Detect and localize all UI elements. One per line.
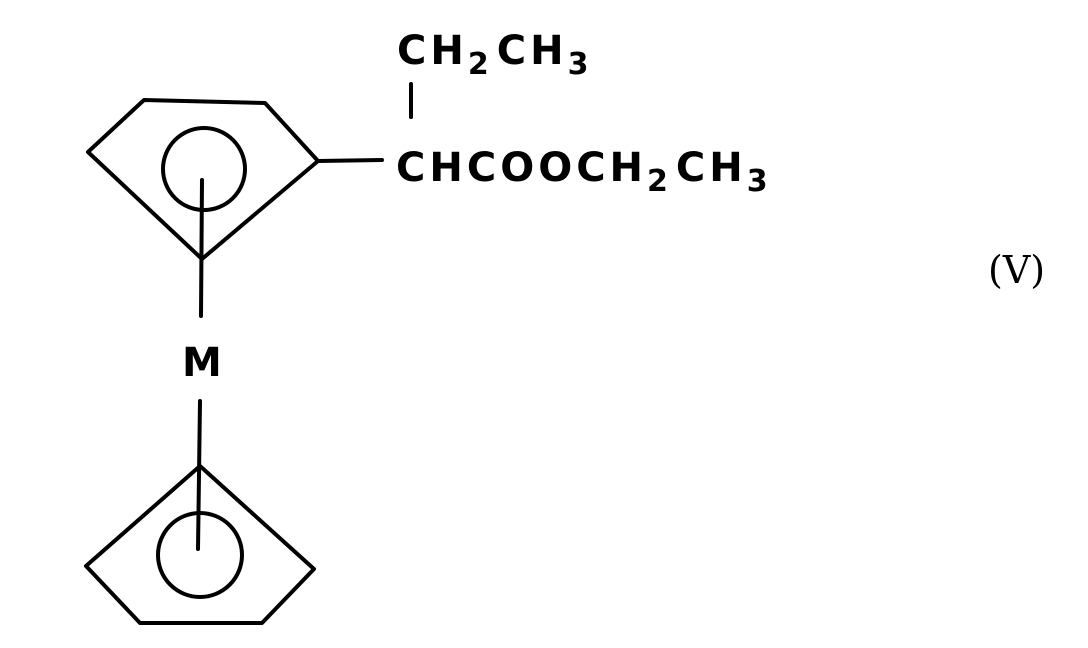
lower-ring-metal-bond bbox=[196, 399, 202, 551]
upper-ring-aromatic-circle bbox=[161, 126, 247, 212]
ring-substituent-bond bbox=[316, 158, 384, 163]
upper-cyclopentadienyl-ring bbox=[86, 98, 320, 261]
lower-ring-aromatic-circle bbox=[156, 511, 244, 599]
metal-center-label: M bbox=[182, 340, 226, 386]
upper-ring-pentagon bbox=[86, 98, 320, 261]
lower-ring-pentagon bbox=[84, 464, 316, 625]
compound-number-label: (V) bbox=[988, 248, 1045, 292]
lower-cyclopentadienyl-ring bbox=[84, 464, 316, 625]
upper-ring-metal-bond bbox=[199, 178, 204, 318]
